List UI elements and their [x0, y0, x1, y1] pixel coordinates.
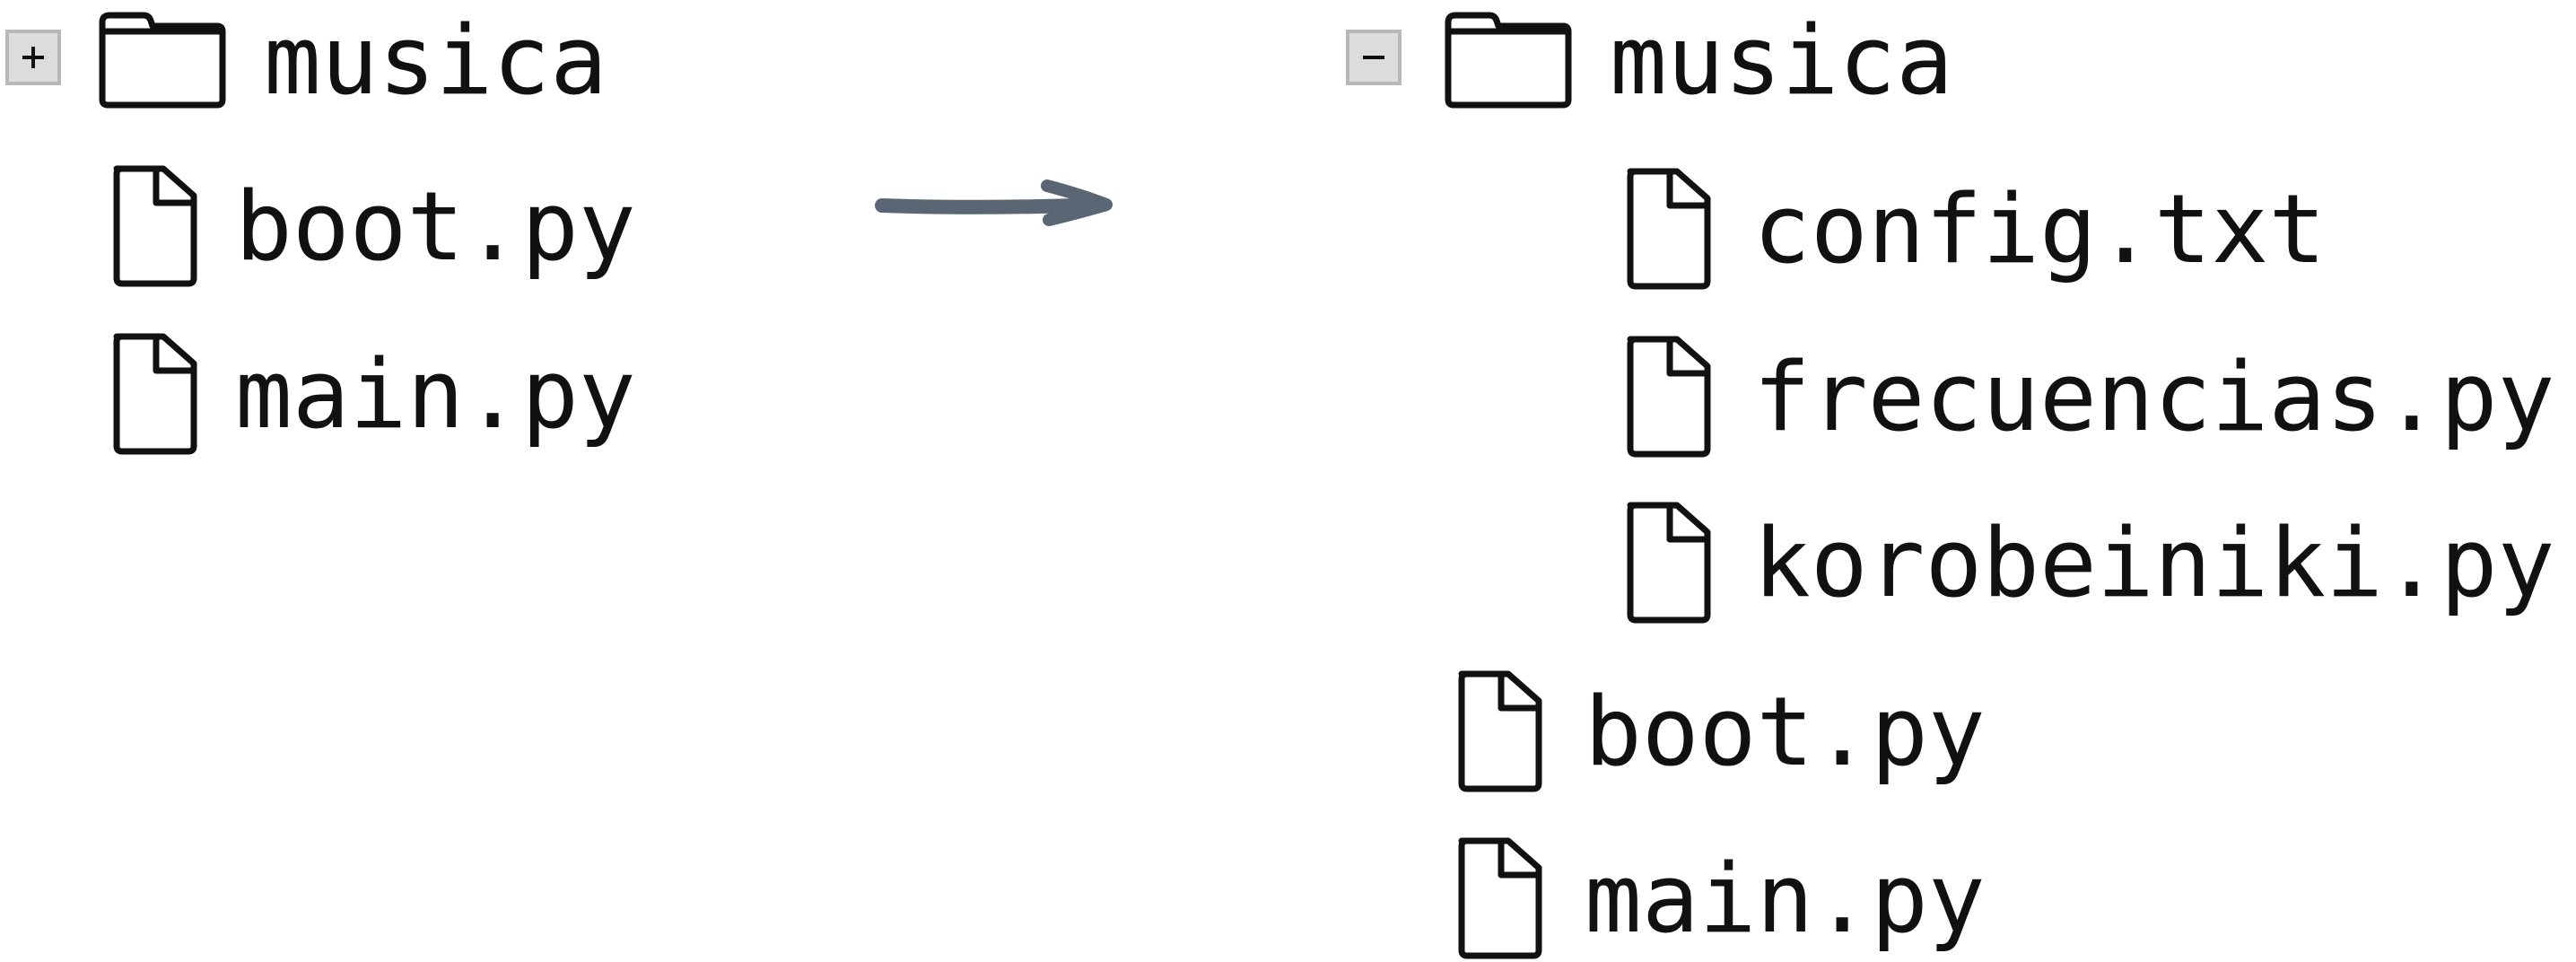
file-icon — [108, 165, 199, 289]
folder-label: musica — [264, 5, 607, 116]
file-icon — [1453, 837, 1544, 961]
tree-file-frecuencias[interactable]: frecuencias.py — [1621, 335, 2554, 460]
folder-icon — [1443, 12, 1572, 110]
file-icon — [1621, 336, 1713, 459]
file-label: main.py — [1585, 844, 1986, 954]
file-label: boot.py — [1585, 677, 1986, 787]
file-label: boot.py — [235, 171, 636, 282]
folder-label: musica — [1610, 5, 1953, 116]
file-label: frecuencias.py — [1753, 342, 2555, 452]
tree-file-korobeiniki[interactable]: korobeiniki.py — [1621, 501, 2554, 626]
tree-file-main[interactable]: main.py — [108, 332, 636, 458]
tree-file-main[interactable]: main.py — [1453, 836, 1986, 962]
file-icon — [108, 333, 199, 457]
file-icon — [1453, 670, 1544, 794]
tree-folder-musica[interactable]: musica — [1443, 0, 1953, 124]
tree-file-config[interactable]: config.txt — [1621, 167, 2326, 293]
expand-toggle-button[interactable] — [5, 30, 61, 85]
minus-icon — [1363, 56, 1384, 59]
tree-folder-musica[interactable]: musica — [97, 0, 607, 124]
file-icon — [1621, 502, 1713, 625]
collapse-toggle-button[interactable] — [1346, 30, 1402, 85]
file-icon — [1621, 168, 1713, 292]
folder-icon — [97, 12, 226, 110]
tree-file-boot[interactable]: boot.py — [1453, 669, 1986, 795]
transition-arrow-icon — [875, 175, 1117, 241]
file-label: config.txt — [1753, 174, 2327, 284]
file-label: main.py — [235, 339, 636, 450]
file-label: korobeiniki.py — [1753, 508, 2555, 618]
plus-icon — [22, 47, 44, 68]
tree-file-boot[interactable]: boot.py — [108, 164, 636, 290]
